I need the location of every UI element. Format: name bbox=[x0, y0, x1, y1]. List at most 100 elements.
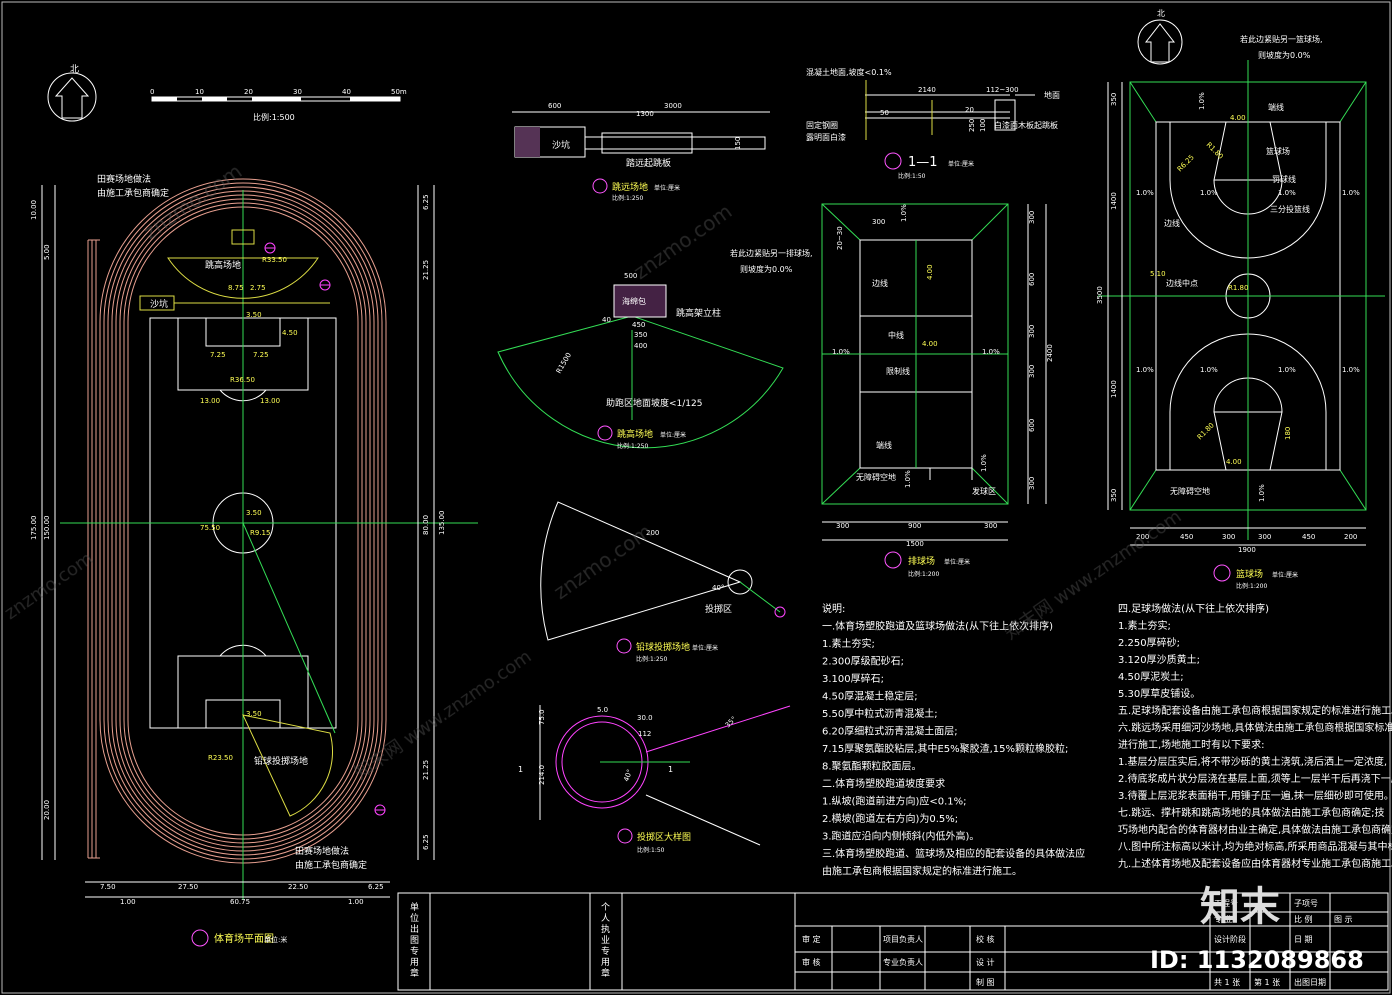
serve-zone-label: 发球区 bbox=[972, 486, 996, 496]
slope-label: 1.0% bbox=[1342, 189, 1360, 197]
tb-cell: 出图日期 bbox=[1294, 977, 1326, 987]
note-line: 巧场地内配合的体育器材由业主确定,具体做法由施工承包商确定。 bbox=[1118, 823, 1392, 836]
note-bottom-line1: 田赛场地做法 bbox=[295, 845, 349, 857]
dim-label: 35° bbox=[724, 715, 738, 729]
titleblock-vertical-char: 单 bbox=[410, 901, 419, 913]
tb-cell: 审 定 bbox=[802, 934, 821, 944]
scale-tick: 0 bbox=[150, 88, 154, 96]
dim-label: 112~300 bbox=[986, 86, 1019, 94]
dim-label: 100 bbox=[979, 119, 987, 132]
basketball-note-line1: 若此边紧贴另一篮球场, bbox=[1240, 34, 1323, 44]
dim-left: 175.00 bbox=[30, 516, 38, 541]
view-number-icon bbox=[1213, 564, 1231, 582]
dim-label: 300 bbox=[1222, 533, 1235, 541]
dim-right: 21.25 bbox=[422, 760, 430, 780]
cushion-label: 海绵包 bbox=[622, 296, 646, 306]
titleblock-vertical-char: 图 bbox=[410, 935, 419, 946]
note-line: 九.上述体育场地及配套设备应由体育器材专业施工承包商施工。 bbox=[1118, 857, 1392, 870]
basketball-scale: 比例:1:200 bbox=[1236, 582, 1267, 590]
board-label: 踏远起跳板 bbox=[626, 157, 671, 169]
volleyball-title: 排球场 bbox=[908, 555, 935, 567]
north-arrow-icon: 北 bbox=[1137, 9, 1183, 65]
note-line: 1.素土夯实; bbox=[1118, 619, 1171, 632]
running-track-lanes bbox=[87, 178, 387, 864]
dim-label: R9.15 bbox=[250, 529, 270, 537]
note-line: 一.体育场塑胶跑道及篮球场做法(从下往上依次排序) bbox=[822, 620, 1053, 633]
note-line: 1.基层分层压实后,将不带沙砾的黄土浇筑,浇后洒上一定浓度, bbox=[1118, 755, 1387, 768]
view-number-icon bbox=[597, 425, 613, 441]
dim-label: 7.25 bbox=[253, 351, 269, 359]
watermark: znzmo.com bbox=[629, 199, 736, 284]
view-number-icon bbox=[616, 638, 632, 654]
lath-label: 白漆面木板起跳板 bbox=[994, 120, 1058, 130]
slope-label: 1.0% bbox=[832, 348, 850, 356]
dim-label: 13.00 bbox=[260, 397, 280, 405]
slope-label: 1.0% bbox=[1278, 189, 1296, 197]
note-line: 3.跑道应沿向内侧倾斜(内低外高)。 bbox=[822, 830, 979, 843]
attack-line-label: 限制线 bbox=[886, 366, 910, 376]
basketball-unit: 单位:厘米 bbox=[1272, 571, 1298, 579]
side-line-label: 边线 bbox=[1164, 218, 1180, 228]
shot-title: 铅球投掷场地 bbox=[636, 641, 690, 653]
note-line: 3.待覆上层泥浆表面稍干,用锤子压一遍,抹一层细砂即可使用。 bbox=[1118, 789, 1392, 802]
note-line: 八.图中所注标高以米计,均为绝对标高,所采用商品混凝与其中标高一致。 bbox=[1118, 840, 1392, 853]
basketball-court: 北 若此边紧贴另一篮球场, 则坡度为0.0% 端线 篮球场 罚球线 三分投篮线 … bbox=[1096, 9, 1385, 590]
note-line: 5.50厚中粒式沥青混凝土; bbox=[822, 707, 938, 720]
note-line: 2.横坡(跑道左右方向)为0.5%; bbox=[822, 812, 958, 825]
note-line: 4.50厚混凝土稳定层; bbox=[822, 690, 918, 703]
titleblock-vertical-char: 人 bbox=[601, 913, 610, 924]
titleblock-vertical-char: 章 bbox=[410, 967, 419, 979]
dim-label: 250 bbox=[968, 119, 976, 132]
note-line: 说明: bbox=[822, 602, 845, 615]
note-line: 3.120厚沙质黄土; bbox=[1118, 653, 1200, 666]
view-number-icon bbox=[617, 828, 633, 844]
rebar-line1: 固定钢圈 bbox=[806, 120, 838, 130]
slope-label: 1.0% bbox=[982, 348, 1000, 356]
high-jump-detail: 500 450 350 400 40 R1500 海绵包 跳高架立柱 助跑区地面… bbox=[497, 272, 784, 450]
dim-label: 4.50 bbox=[282, 329, 298, 337]
dim-label: 300 bbox=[872, 218, 885, 226]
dim-bottom: 60.75 bbox=[230, 898, 250, 906]
volleyball-court: 若此边紧贴另一排球场, 则坡度为0.0% 边线 中线 限制线 端线 发球区 无障… bbox=[730, 203, 1054, 578]
slope-label: 1.0% bbox=[1200, 366, 1218, 374]
volleyball-scale: 比例:1:200 bbox=[908, 570, 939, 578]
note-bottom-line2: 由施工承包商确定 bbox=[295, 859, 367, 871]
north-arrow-icon: 北 bbox=[47, 64, 97, 122]
end-line-label: 端线 bbox=[1268, 102, 1284, 112]
dim-label: 40 bbox=[602, 316, 611, 324]
long-jump-unit: 单位:厘米 bbox=[654, 184, 680, 192]
sandpit-label: 沙坑 bbox=[150, 298, 168, 310]
dim-label: 75.0 bbox=[538, 709, 546, 725]
track-unit: 单位:米 bbox=[264, 935, 287, 944]
tb-cell: 专 业 bbox=[1214, 914, 1233, 924]
dim-label: 8.75 bbox=[228, 284, 244, 292]
note-line: 8.聚氨酯颗粒胶面层。 bbox=[822, 760, 922, 773]
dim-label: 20~30 bbox=[836, 226, 844, 250]
post-label: 跳高架立柱 bbox=[676, 307, 721, 319]
section-scale: 比例:1:50 bbox=[898, 172, 926, 180]
titleblock-vertical-char: 执 bbox=[601, 923, 610, 935]
tb-cell: 审 核 bbox=[802, 957, 821, 967]
free-zone-label: 无障碍空地 bbox=[1170, 486, 1210, 496]
dim-label: 112 bbox=[638, 730, 651, 738]
dim-label: 214.0 bbox=[538, 765, 546, 785]
note-top-line1: 田赛场地做法 bbox=[97, 173, 151, 185]
dim-bottom: 27.50 bbox=[178, 883, 198, 891]
note-line: 五.足球场配套设备由施工承包商根据国家规定的标准进行施工。 bbox=[1118, 704, 1392, 717]
titleblock-vertical-char: 出 bbox=[410, 923, 419, 935]
dim-label: 4.00 bbox=[926, 264, 934, 280]
sand-label: 沙坑 bbox=[552, 139, 570, 151]
dim-left: 150.00 bbox=[43, 516, 51, 541]
dim-label: 1400 bbox=[1110, 192, 1118, 210]
dim-label: 50 bbox=[880, 109, 889, 117]
track-plan: 北 0 10 20 30 40 50m 比例:1:500 bbox=[30, 64, 478, 947]
dim-label: 300 bbox=[836, 522, 849, 530]
dim-label: 300 bbox=[1028, 325, 1036, 338]
note-line: 4.50厚泥炭土; bbox=[1118, 670, 1184, 683]
track-axes bbox=[60, 190, 478, 900]
dim-label: 3.50 bbox=[246, 311, 262, 319]
slope-label: 助跑区地面坡度<1/125 bbox=[606, 397, 702, 409]
volleyball-unit: 单位:厘米 bbox=[944, 558, 970, 566]
